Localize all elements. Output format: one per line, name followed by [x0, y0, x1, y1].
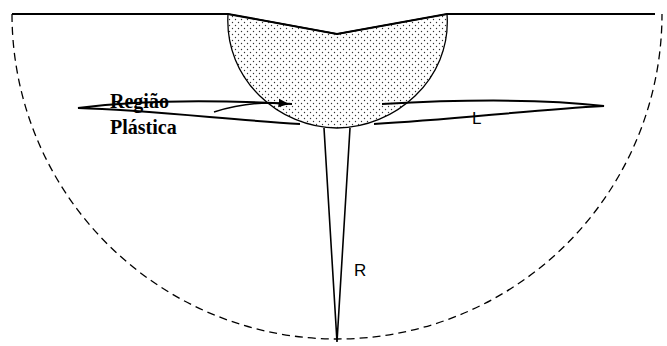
- median-crack: [324, 128, 350, 342]
- leader-arrow: [214, 103, 288, 112]
- surface-line: [12, 14, 655, 34]
- dashed-boundary: [12, 14, 662, 339]
- plastic-zone: [228, 14, 448, 128]
- crack-label: R: [354, 262, 366, 280]
- callout-label: Região Plástica: [110, 88, 210, 140]
- crack-label: L: [472, 110, 481, 128]
- lateral-crack: [374, 101, 604, 125]
